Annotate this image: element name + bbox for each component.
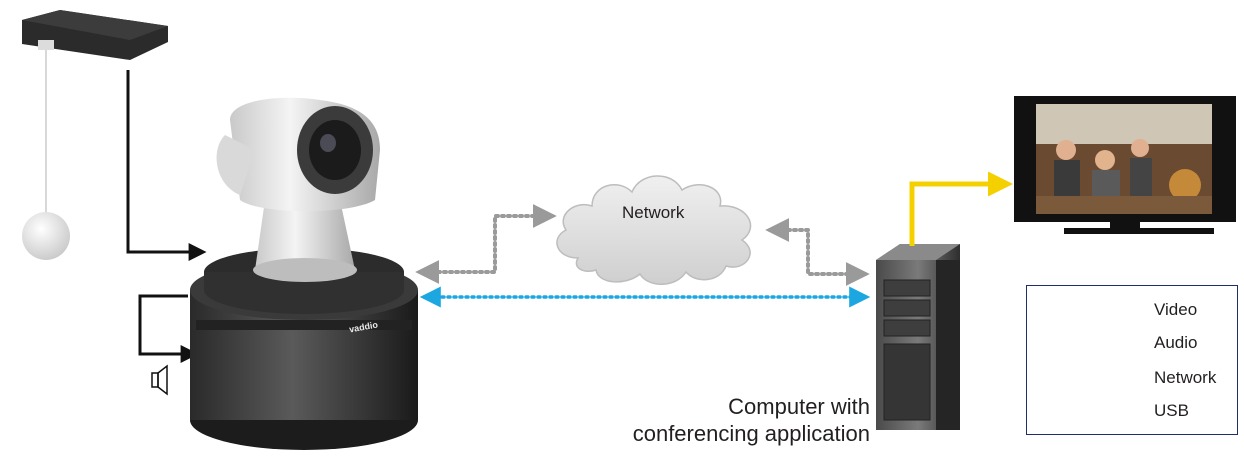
legend-audio-label: Audio bbox=[1154, 333, 1198, 352]
network-cloud-label: Network bbox=[622, 203, 685, 222]
computer-caption-line2: conferencing application bbox=[632, 421, 870, 446]
ceiling-microphone bbox=[22, 10, 168, 260]
computer-tower bbox=[876, 244, 960, 430]
audio-link-mic bbox=[126, 70, 207, 261]
computer-caption: Computer with conferencing application bbox=[570, 393, 870, 447]
ptz-camera bbox=[190, 97, 418, 450]
speaker-icon bbox=[151, 364, 168, 396]
tv-monitor bbox=[1014, 96, 1236, 234]
legend-network-label: Network bbox=[1154, 368, 1217, 387]
legend: Video Audio Network USB bbox=[1026, 285, 1238, 435]
video-link bbox=[909, 171, 1013, 246]
audio-link-speaker bbox=[138, 294, 199, 363]
computer-caption-line1: Computer with bbox=[728, 394, 870, 419]
network-cloud bbox=[556, 175, 752, 285]
legend-usb-label: USB bbox=[1154, 401, 1189, 420]
network-link-camera bbox=[415, 204, 557, 284]
network-link-computer bbox=[765, 218, 870, 286]
legend-video-label: Video bbox=[1154, 300, 1198, 319]
